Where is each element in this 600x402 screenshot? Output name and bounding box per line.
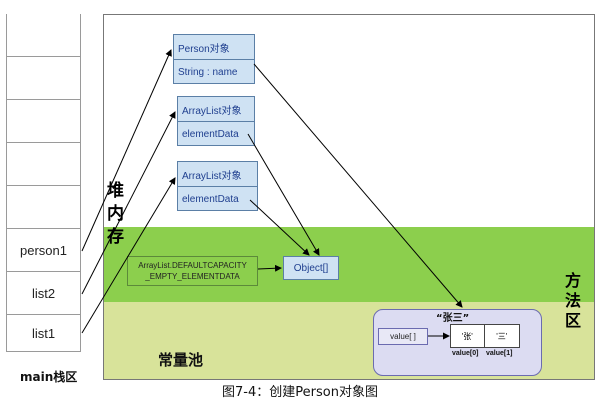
stack-cell-person1: person1 [6, 229, 81, 272]
char-zhang: '张' [451, 325, 485, 347]
arraylist-2-elementdata: elementData [182, 193, 239, 205]
default-capacity-box: ArrayList.DEFAULTCAPACITY _EMPTY_ELEMENT… [127, 256, 258, 286]
stack-cell-list2: list2 [6, 272, 81, 315]
person-object-title: Person对象 [174, 35, 254, 60]
arraylist-object-2: ArrayList对象 elementData [177, 161, 258, 211]
heap-label-2: 内 [107, 204, 124, 224]
char-san: '三' [496, 331, 508, 341]
stack-cell-4 [6, 143, 81, 186]
arraylist-1-elementdata: elementData [182, 128, 239, 140]
method-label-1: 方 [565, 271, 582, 290]
heap-label-3: 存 [107, 227, 124, 247]
string-value-field: value[ ] [378, 328, 428, 345]
stack-cell-2 [6, 57, 81, 100]
arraylist-2-title: ArrayList对象 [178, 162, 257, 187]
constant-pool-label: 常量池 [158, 351, 204, 369]
stack-label: main栈区 [20, 370, 78, 384]
stack-cell-3 [6, 100, 81, 143]
person-object: Person对象 String : name [173, 34, 255, 84]
stack-cell-1 [6, 14, 81, 57]
method-label-2: 法 [565, 291, 582, 310]
stack-cell-list1: list1 [6, 315, 81, 352]
person-name-field: String : name [178, 66, 238, 78]
object-array: Object[] [283, 256, 339, 280]
string-zhangsan-title: “张三” [436, 313, 470, 324]
heap-label-1: 堆 [107, 181, 124, 201]
index-value-1: value[1] [486, 350, 513, 357]
index-value-0: value[0] [452, 350, 479, 357]
stack-cell-5 [6, 186, 81, 229]
arraylist-object-1: ArrayList对象 elementData [177, 96, 255, 146]
arraylist-1-title: ArrayList对象 [178, 97, 254, 122]
method-label-3: 区 [565, 311, 582, 330]
figure-caption: 图7-4：创建Person对象图 [222, 385, 378, 400]
char-array: '张' '三' [450, 324, 520, 348]
